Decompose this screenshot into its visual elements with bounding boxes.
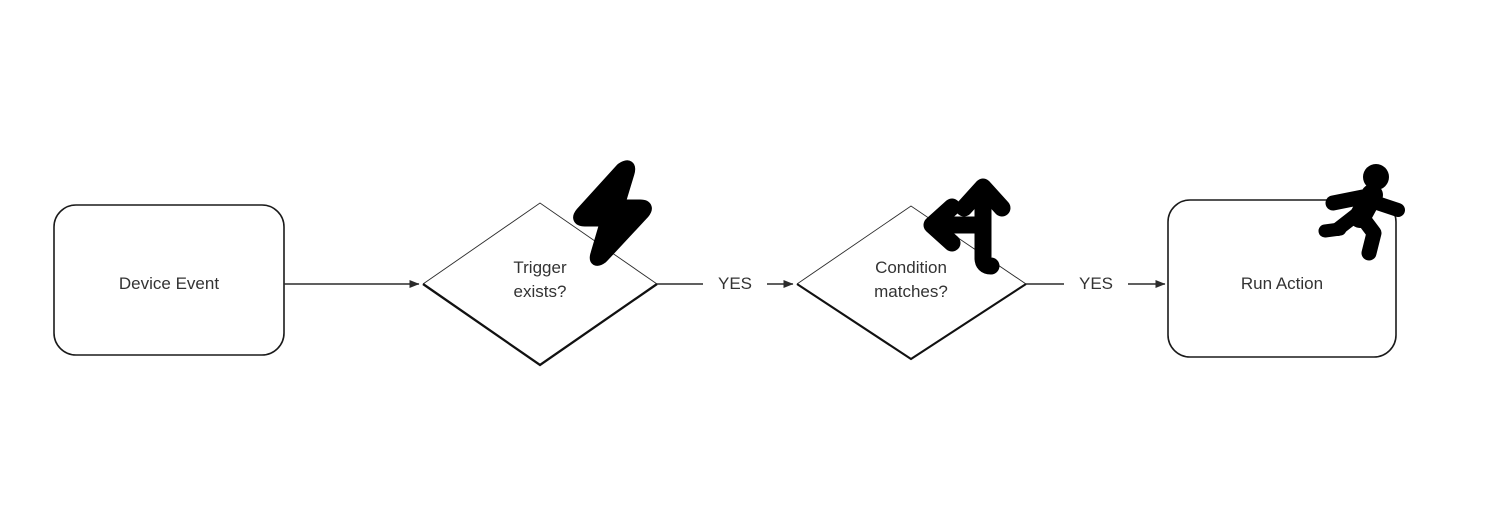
edge-2-label: YES	[703, 274, 767, 294]
running-person-icon	[1318, 164, 1405, 261]
branch-fork-icon	[923, 178, 1011, 275]
lightning-bolt-icon	[573, 160, 652, 266]
node-condition-matches-shape[interactable]	[796, 205, 1027, 361]
node-device-event-shape[interactable]	[53, 204, 285, 356]
node-run-action-shape[interactable]	[1167, 199, 1397, 358]
edge-3-label: YES	[1064, 274, 1128, 294]
